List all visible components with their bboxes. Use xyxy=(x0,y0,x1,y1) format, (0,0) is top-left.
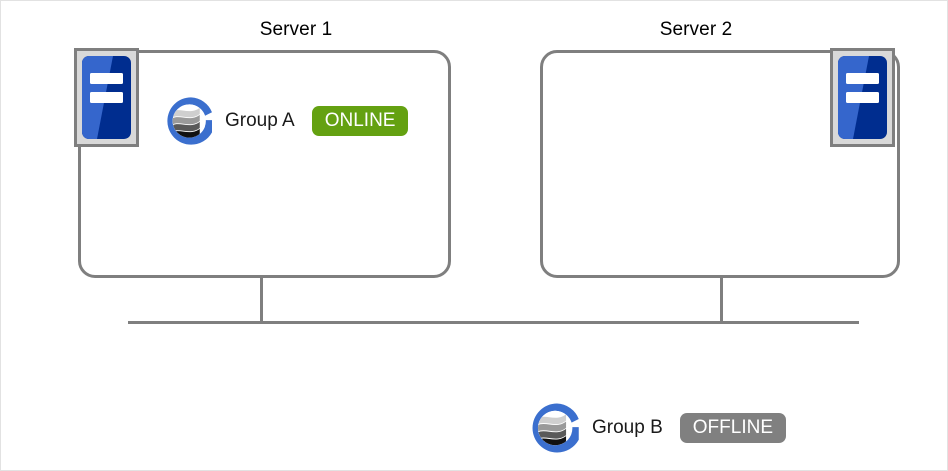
group-b-status-badge[interactable]: OFFLINE xyxy=(679,413,786,443)
group-globe-icon xyxy=(167,97,212,145)
group-b-label: Group B xyxy=(592,417,663,438)
server-2-network-drop xyxy=(720,277,723,324)
group-a-label: Group A xyxy=(225,110,295,131)
group-globe-icon xyxy=(532,403,579,453)
group-a-status-badge[interactable]: ONLINE xyxy=(311,106,409,136)
network-bus-line xyxy=(128,321,859,324)
server-1-title: Server 1 xyxy=(259,19,333,40)
server-1-network-drop xyxy=(260,277,263,324)
server-2-title: Server 2 xyxy=(659,19,733,40)
server-rack-icon xyxy=(830,48,895,147)
server-1-box[interactable] xyxy=(78,50,451,278)
server-rack-icon xyxy=(74,48,139,147)
group-b-row[interactable]: Group B OFFLINE xyxy=(528,399,786,457)
group-a-row[interactable]: Group A ONLINE xyxy=(163,93,409,149)
